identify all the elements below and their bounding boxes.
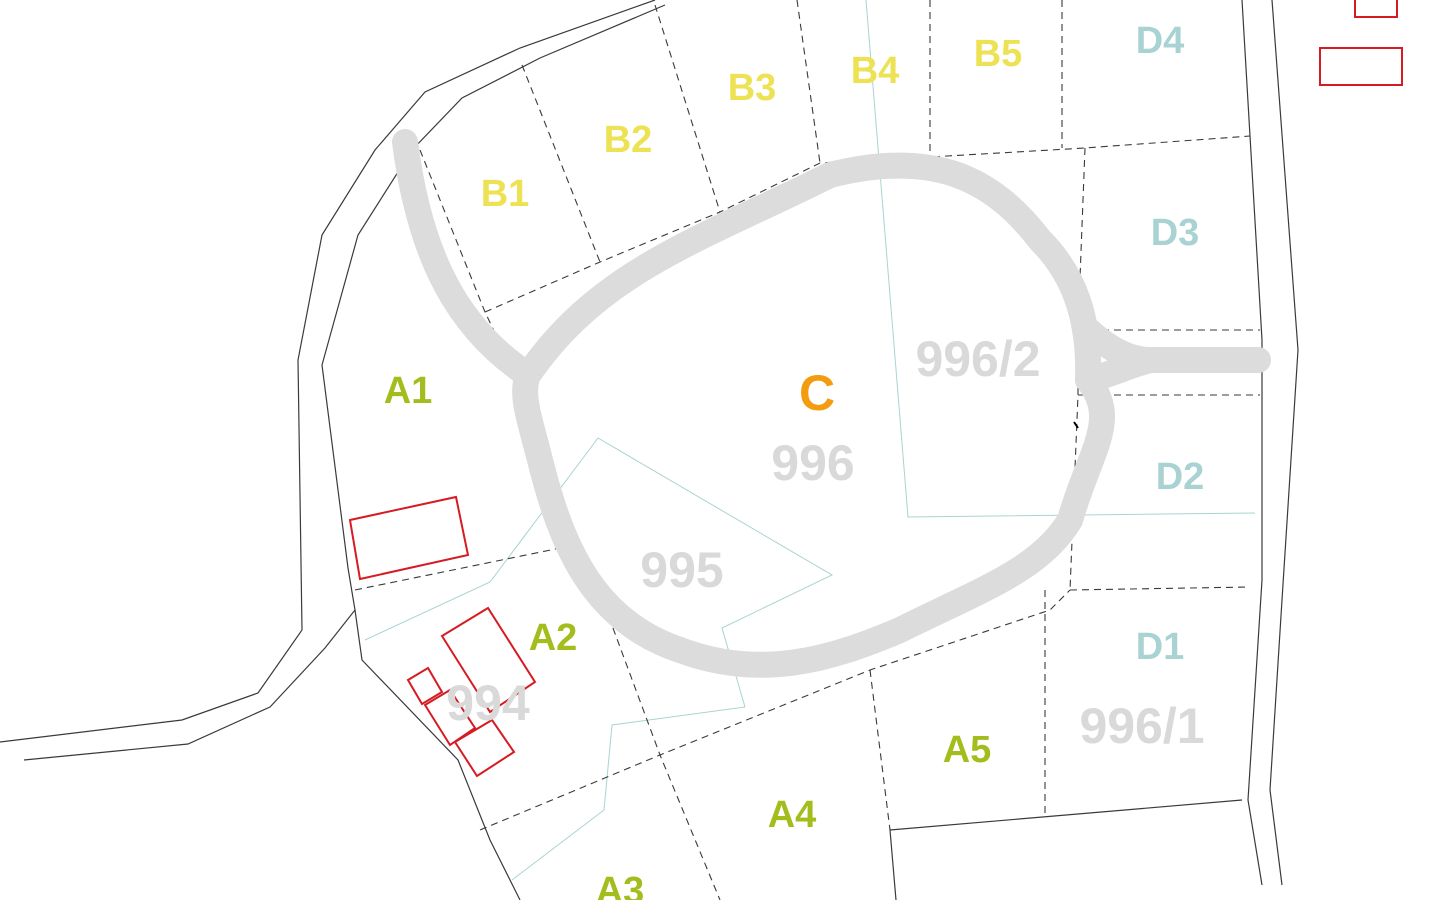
plot-label-a5: A5	[943, 729, 992, 771]
parcel-outline-left	[354, 609, 521, 900]
plot-label-b5: B5	[974, 33, 1023, 75]
building-ne-2	[1319, 47, 1403, 86]
building-a2-annex-3	[453, 718, 516, 778]
plot-label-d2: D2	[1156, 456, 1205, 498]
access-road	[392, 129, 1271, 678]
buildings	[348, 0, 1403, 778]
street-edge-inner	[23, 4, 666, 761]
plot-line-b3-b4	[796, 0, 821, 164]
south-boundary	[889, 799, 1243, 831]
plot-label-c: C	[799, 365, 835, 421]
road-west-spur	[392, 129, 541, 388]
plot-line-b2-b3	[654, 4, 721, 213]
road-east-connector	[1075, 347, 1163, 393]
building-a2-annex-2	[423, 688, 477, 747]
plot-label-d4: D4	[1136, 20, 1185, 62]
parcel-number-995: 995	[640, 542, 723, 598]
building-ne-1	[1354, 0, 1398, 18]
plot-line-a-row-top	[354, 544, 576, 591]
plot-label-b3: B3	[728, 67, 777, 109]
east-road-edge-1	[1241, 0, 1263, 886]
plot-label-b4: B4	[851, 50, 900, 92]
parcel-number-994: 994	[446, 675, 530, 731]
site-boundary-lines	[0, 0, 1299, 900]
parcel-number-996-1: 996/1	[1079, 698, 1204, 754]
plot-label-a3: A3	[596, 870, 645, 900]
plot-line-a4-a5	[869, 669, 891, 831]
south-boundary-drop	[889, 829, 897, 900]
plot-label-a4: A4	[768, 794, 817, 836]
plot-line-b1-b2	[521, 64, 601, 263]
building-a1-house	[348, 495, 470, 581]
building-a2-house	[440, 606, 537, 714]
parcel-number-996-2: 996/2	[915, 331, 1040, 387]
cadastre-995-boundary	[364, 437, 834, 881]
plot-label-b2: B2	[604, 119, 653, 161]
plot-label-a2: A2	[529, 617, 578, 659]
east-road-edge-2	[1269, 0, 1299, 886]
building-a2-annex-1	[406, 666, 444, 706]
plot-label-d1: D1	[1136, 626, 1185, 668]
plot-line-d2-d1	[1069, 586, 1251, 591]
parcel-number-labels: 996 996/2 995 994 996/1	[446, 331, 1204, 754]
zone-a-labels: A1 A2 A3 A4 A5	[384, 370, 992, 900]
parcel-number-996: 996	[771, 435, 854, 491]
plot-line-b-row-bottom	[484, 135, 1251, 313]
plot-label-b1: B1	[481, 173, 530, 215]
road-east-spur	[1075, 317, 1271, 373]
road-loop	[512, 152, 1116, 678]
zone-d-labels: D4 D3 D2 D1	[1136, 20, 1205, 668]
plot-label-a1: A1	[384, 370, 433, 412]
survey-mark	[1073, 421, 1079, 429]
street-edge-outer	[0, 0, 656, 743]
zone-b-labels: B1 B2 B3 B4 B5	[481, 33, 1023, 215]
plot-label-d3: D3	[1151, 212, 1200, 254]
